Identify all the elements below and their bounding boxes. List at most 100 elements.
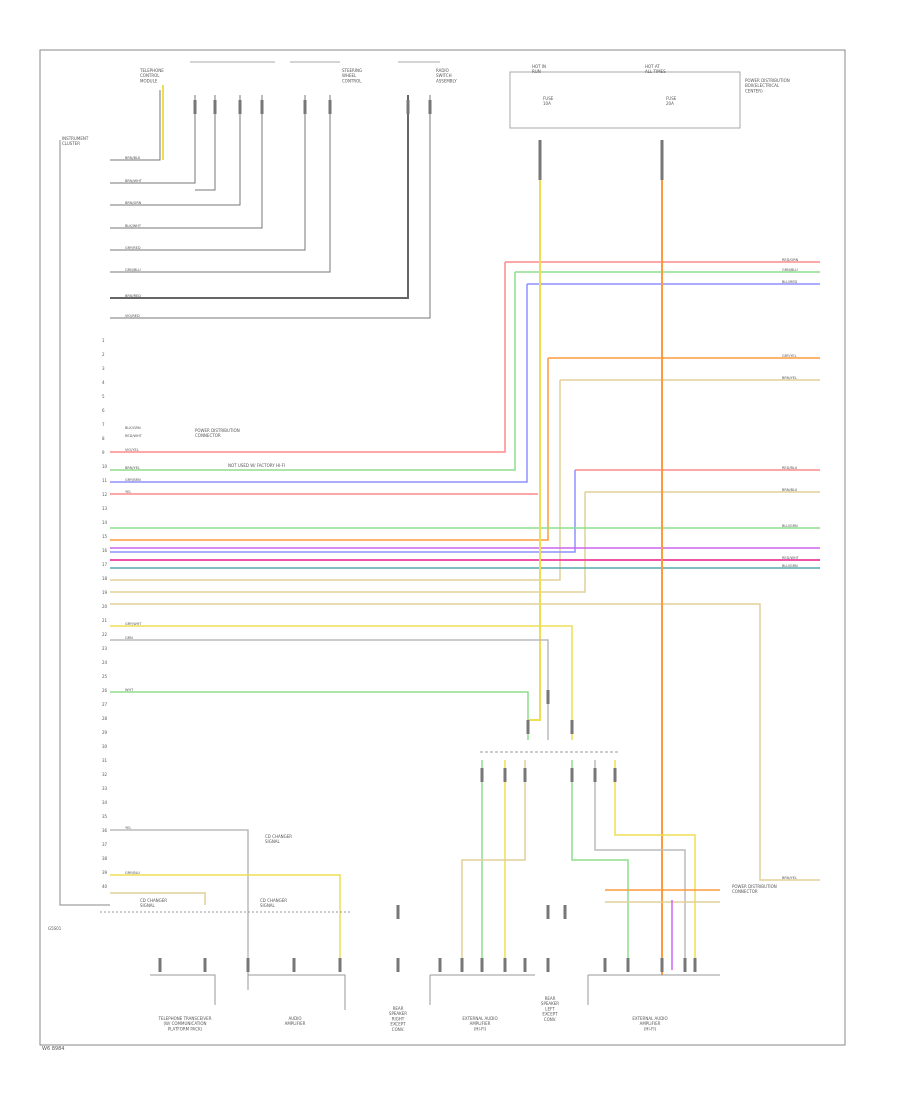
left-pin-numbers: 1234567891011121314151617181920212223242… [102, 338, 108, 889]
colored-harness [110, 261, 820, 881]
connector-stub [396, 958, 400, 972]
wire-tag-left: GRN [125, 636, 133, 640]
diagram-border [39, 49, 846, 1046]
wire-tag-left: WHT [125, 688, 134, 692]
connector-stub [683, 958, 687, 972]
connector-stub [328, 100, 332, 114]
wire-tag-right: RED/GRN [782, 258, 799, 262]
pin-number: 10 [102, 464, 108, 469]
pin-number: 9 [102, 450, 105, 455]
pin-number: 27 [102, 702, 108, 707]
pin-number: 13 [102, 506, 108, 511]
pin-number: 17 [102, 562, 108, 567]
connector-stub [523, 768, 527, 782]
pin-number: 30 [102, 744, 108, 749]
wire-tag-left: BLK/GRN [125, 426, 141, 430]
pin-number: 14 [102, 520, 108, 525]
connector-stub [523, 958, 527, 972]
pin-number: 2 [102, 352, 105, 357]
connector-stub [338, 958, 342, 972]
pin-number: 36 [102, 828, 108, 833]
pin-number: 38 [102, 856, 108, 861]
connector-stub [526, 720, 530, 734]
connector-stub [396, 905, 400, 919]
pin-number: 35 [102, 814, 108, 819]
pin-number: 39 [102, 870, 108, 875]
wire-tag-left: BRN/YEL [125, 466, 140, 470]
fuse-connectors [538, 140, 664, 180]
pin-number: 6 [102, 408, 105, 413]
wire-tag-left: BRN/WHT [125, 179, 143, 183]
pin-number: 25 [102, 674, 108, 679]
wire-tag-left: GRY/WHT [125, 622, 142, 626]
connector-stub [480, 958, 484, 972]
left-wire-tags: BRN/BLKBRN/WHTBRN/GRNBLK/WHTGRY/REDGRN/B… [125, 156, 143, 875]
bus-drops [461, 760, 720, 970]
top-left-harness [110, 90, 431, 319]
footer-code: W6 8984 [42, 1046, 64, 1052]
pin-number: 33 [102, 786, 108, 791]
pin-number: 37 [102, 842, 108, 847]
connector-stub [238, 100, 242, 114]
wire-tag-left: GRY/RED [125, 246, 141, 250]
pin-number: 24 [102, 660, 108, 665]
connector-stub [693, 958, 697, 972]
pin-number: 22 [102, 632, 108, 637]
connector-stub [603, 958, 607, 972]
connector-stub [193, 100, 197, 114]
pin-number: 7 [102, 422, 105, 427]
connector-stub [303, 100, 307, 114]
pin-number: 26 [102, 688, 108, 693]
wire-tag-left: RED/WHT [125, 434, 143, 438]
connector-stub [546, 958, 550, 972]
wire-tag-left: BRN/RED [125, 294, 141, 298]
connector-stub [570, 768, 574, 782]
wire-tag-left: BLK/WHT [125, 224, 142, 228]
pin-number: 8 [102, 436, 105, 441]
connector-stub [660, 958, 664, 972]
fuse-wire-yellow [528, 140, 541, 721]
wire-tag-left: YEL [125, 490, 131, 494]
connector-stub [460, 958, 464, 972]
connector-stub [626, 958, 630, 972]
pin-number: 20 [102, 604, 108, 609]
connector-stub [260, 100, 264, 114]
pin-number: 32 [102, 772, 108, 777]
pin-number: 18 [102, 576, 108, 581]
wire-tag-right: GRN/BLU [782, 268, 798, 272]
connector-stub [158, 958, 162, 972]
connector-stub [546, 690, 550, 704]
connector-stub [593, 768, 597, 782]
connector-stub [406, 100, 410, 114]
pin-number: 15 [102, 534, 108, 539]
right-wire-tags: RED/GRNGRN/BLUBLU/REDGRY/YELBRN/YELRED/B… [782, 258, 800, 880]
wire-tag-right: BRN/YEL [782, 376, 797, 380]
connector-stub [563, 905, 567, 919]
wire-tag-left: BRN/GRN [125, 201, 142, 205]
pin-number: 23 [102, 646, 108, 651]
wire-tag-right: RED/BLU [782, 466, 798, 470]
pin-number: 11 [102, 478, 108, 483]
pin-number: 5 [102, 394, 105, 399]
connector-stub [480, 768, 484, 782]
connector-stub [503, 958, 507, 972]
connector-stub [570, 720, 574, 734]
connector-stub [546, 905, 550, 919]
